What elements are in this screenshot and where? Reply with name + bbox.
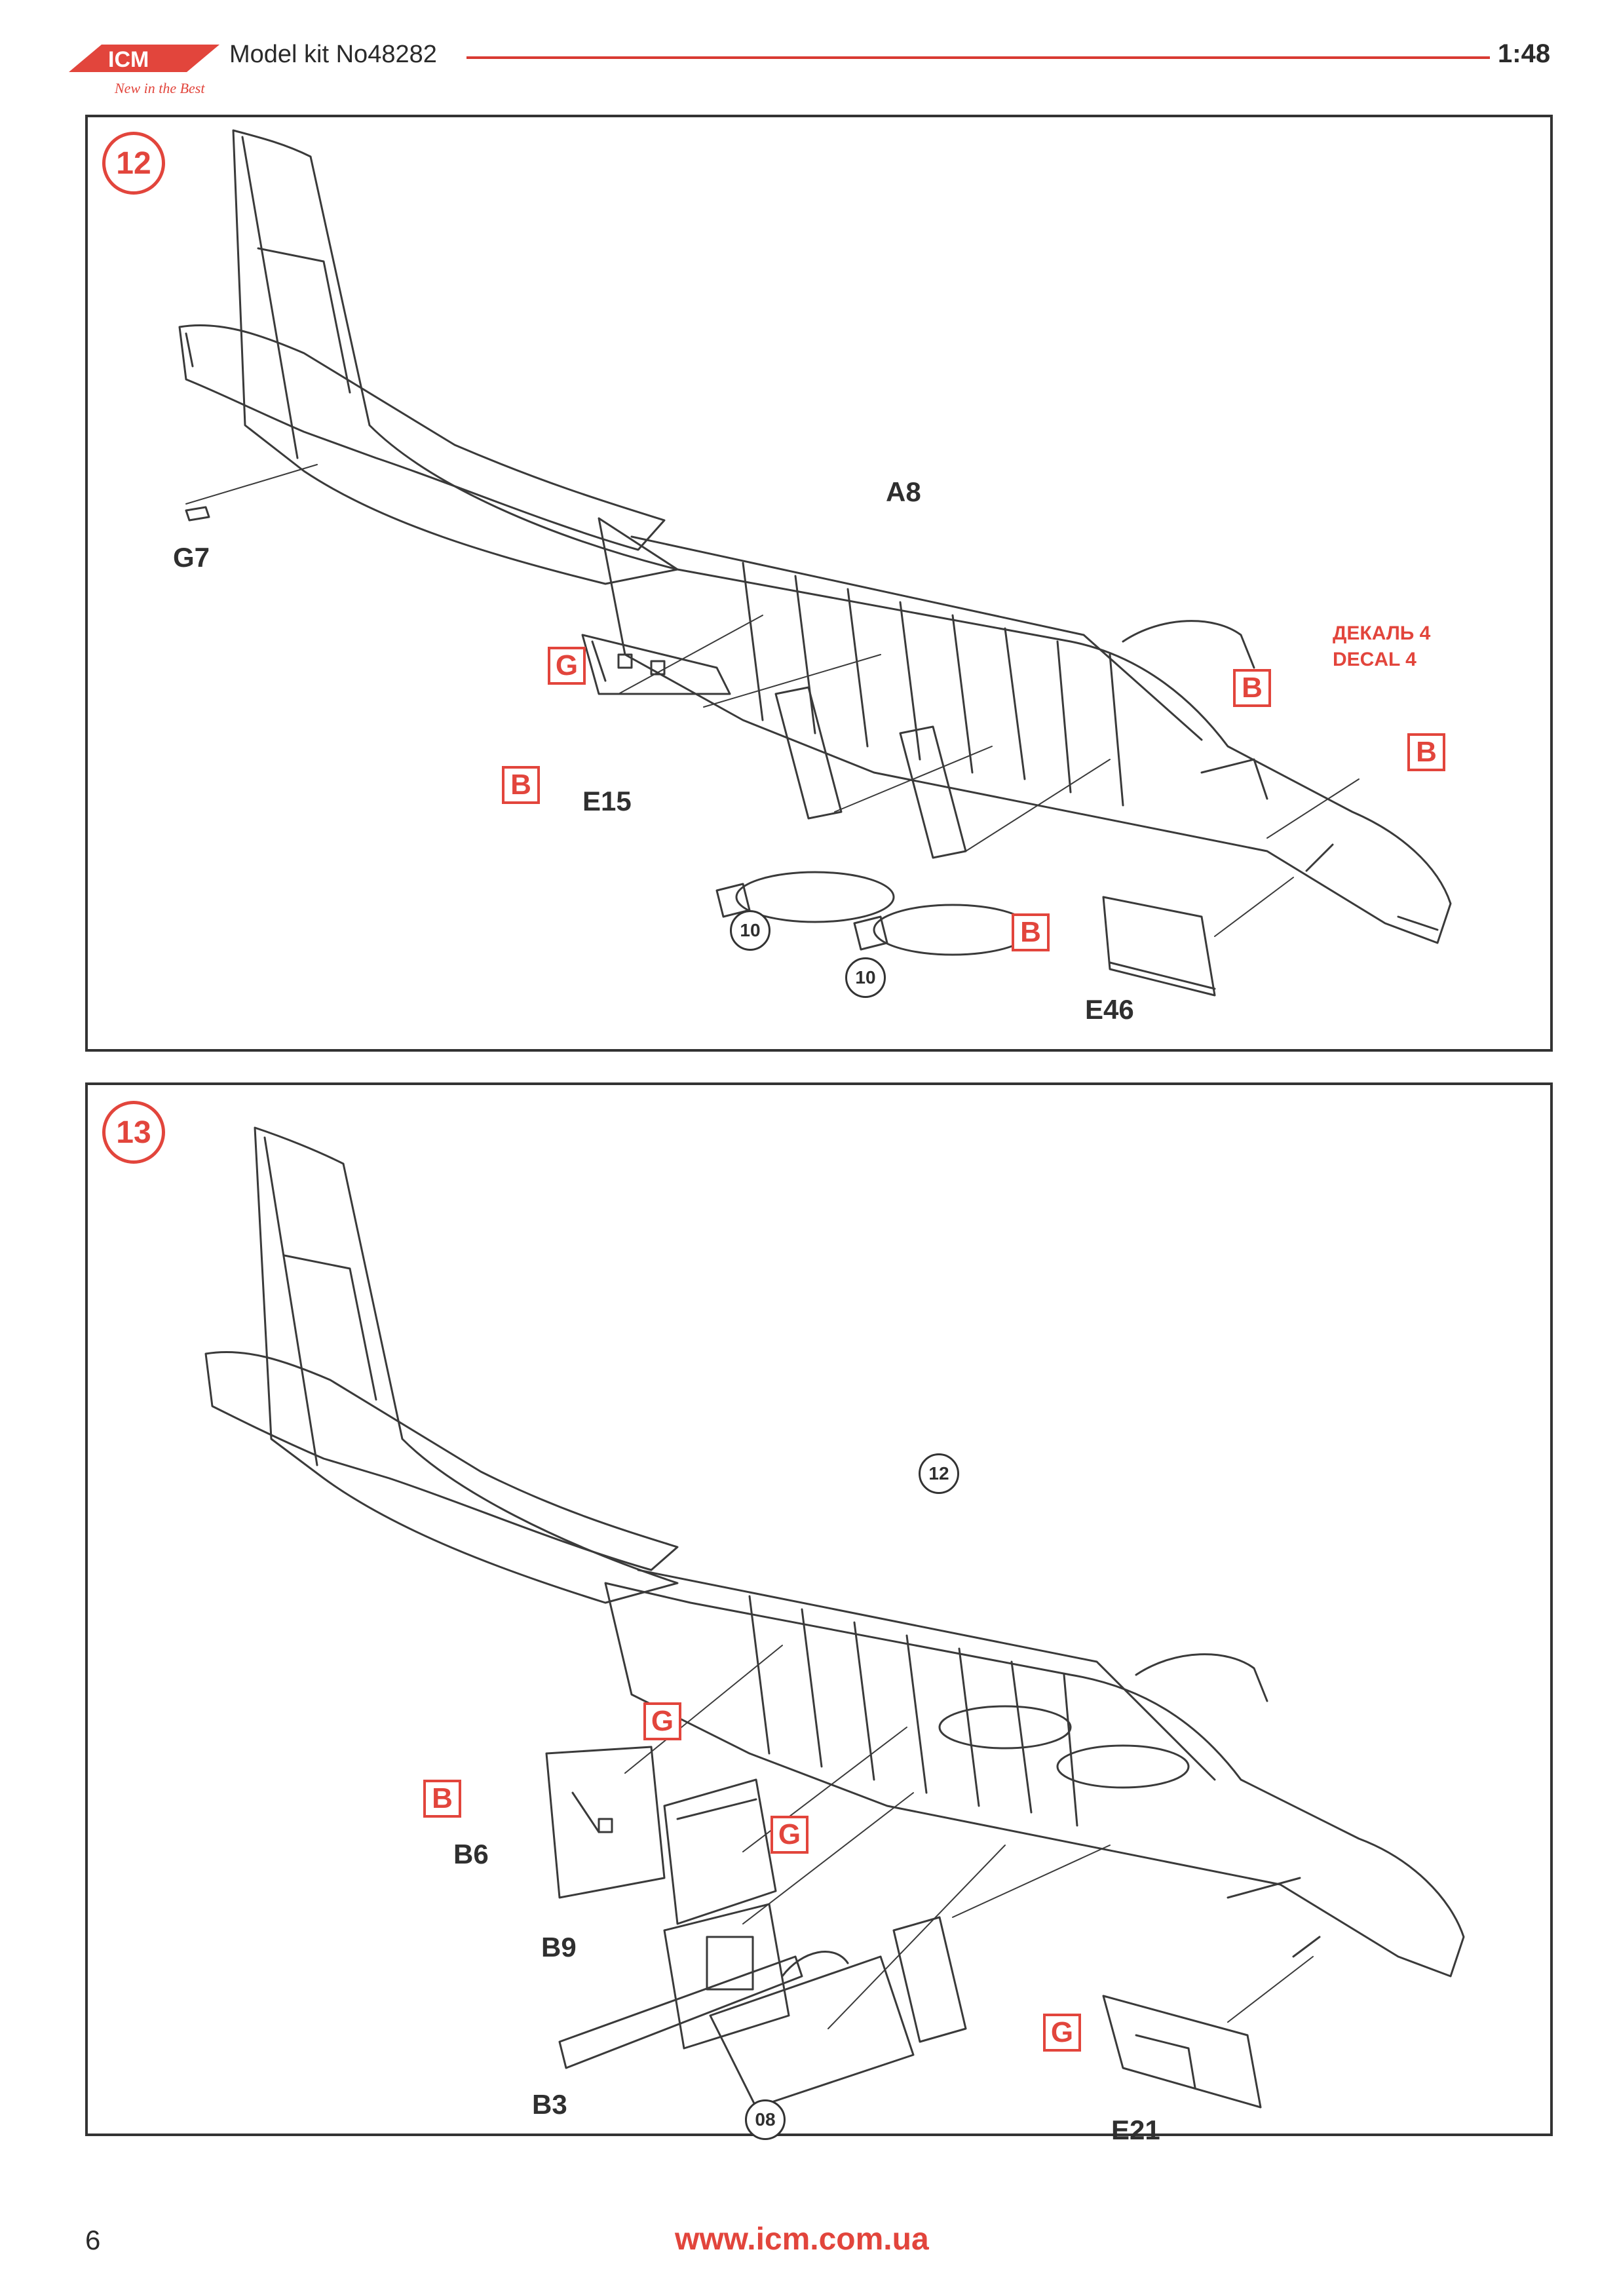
ref-circle-10: 10 <box>845 957 886 998</box>
part-label-e15: E15 <box>582 786 632 816</box>
ref-circle-08: 08 <box>745 2099 786 2140</box>
callout-b: B <box>423 1780 461 1818</box>
callout-b: B <box>1233 669 1271 707</box>
step-13-number: 13 <box>102 1101 165 1164</box>
part-label-b9: B9 <box>541 1932 577 1962</box>
step-13-panel: 13 12 08 B6 B9 B3 E21 G B G G <box>85 1082 1553 2145</box>
part-label-b3: B3 <box>532 2089 567 2120</box>
callout-b: B <box>502 766 540 804</box>
decal-note-ru: ДЕКАЛЬ 4 <box>1333 622 1431 644</box>
page-number: 6 <box>85 2225 101 2255</box>
fuselage-frames <box>748 1595 1078 1827</box>
logo-brand: ICM <box>108 47 149 72</box>
part-label-e21: E21 <box>1111 2114 1160 2145</box>
ref-circle-12: 12 <box>919 1453 959 1494</box>
decal-note-en: DECAL 4 <box>1333 649 1417 670</box>
callout-g: G <box>770 1816 808 1854</box>
part-label-e46: E46 <box>1085 994 1134 1025</box>
fuselage-frames <box>742 562 1124 807</box>
header-rule <box>466 56 1490 59</box>
step-12-drawing <box>178 129 1452 997</box>
callout-g: G <box>1043 2014 1081 2052</box>
callout-b: B <box>1407 733 1445 771</box>
step-13-drawing <box>204 1126 1465 2109</box>
leader-lines <box>624 1645 1314 2029</box>
logo-graphic: ICM New in the Best <box>69 45 219 96</box>
part-label-a8: A8 <box>886 476 921 507</box>
step-12-number: 12 <box>102 132 165 195</box>
decal-note: ДЕКАЛЬ 4 DECAL 4 <box>1333 621 1430 673</box>
callout-g: G <box>548 647 586 685</box>
model-kit-title: Model kit No48282 <box>229 41 437 68</box>
part-label-b6: B6 <box>453 1839 489 1869</box>
icm-logo: ICM New in the Best <box>62 33 233 118</box>
ref-circle-10: 10 <box>730 910 770 951</box>
logo-tagline: New in the Best <box>114 80 205 96</box>
callout-b: B <box>1012 913 1050 951</box>
part-label-g7: G7 <box>173 542 210 573</box>
leader-lines <box>185 464 1360 937</box>
step-12-panel: 12 A8 G7 E15 E46 10 10 G B B B B ДЕКАЛЬ … <box>85 115 1553 1052</box>
callout-g: G <box>643 1702 681 1740</box>
scale-label: 1:48 <box>1498 39 1551 68</box>
footer-url[interactable]: www.icm.com.ua <box>675 2222 929 2257</box>
